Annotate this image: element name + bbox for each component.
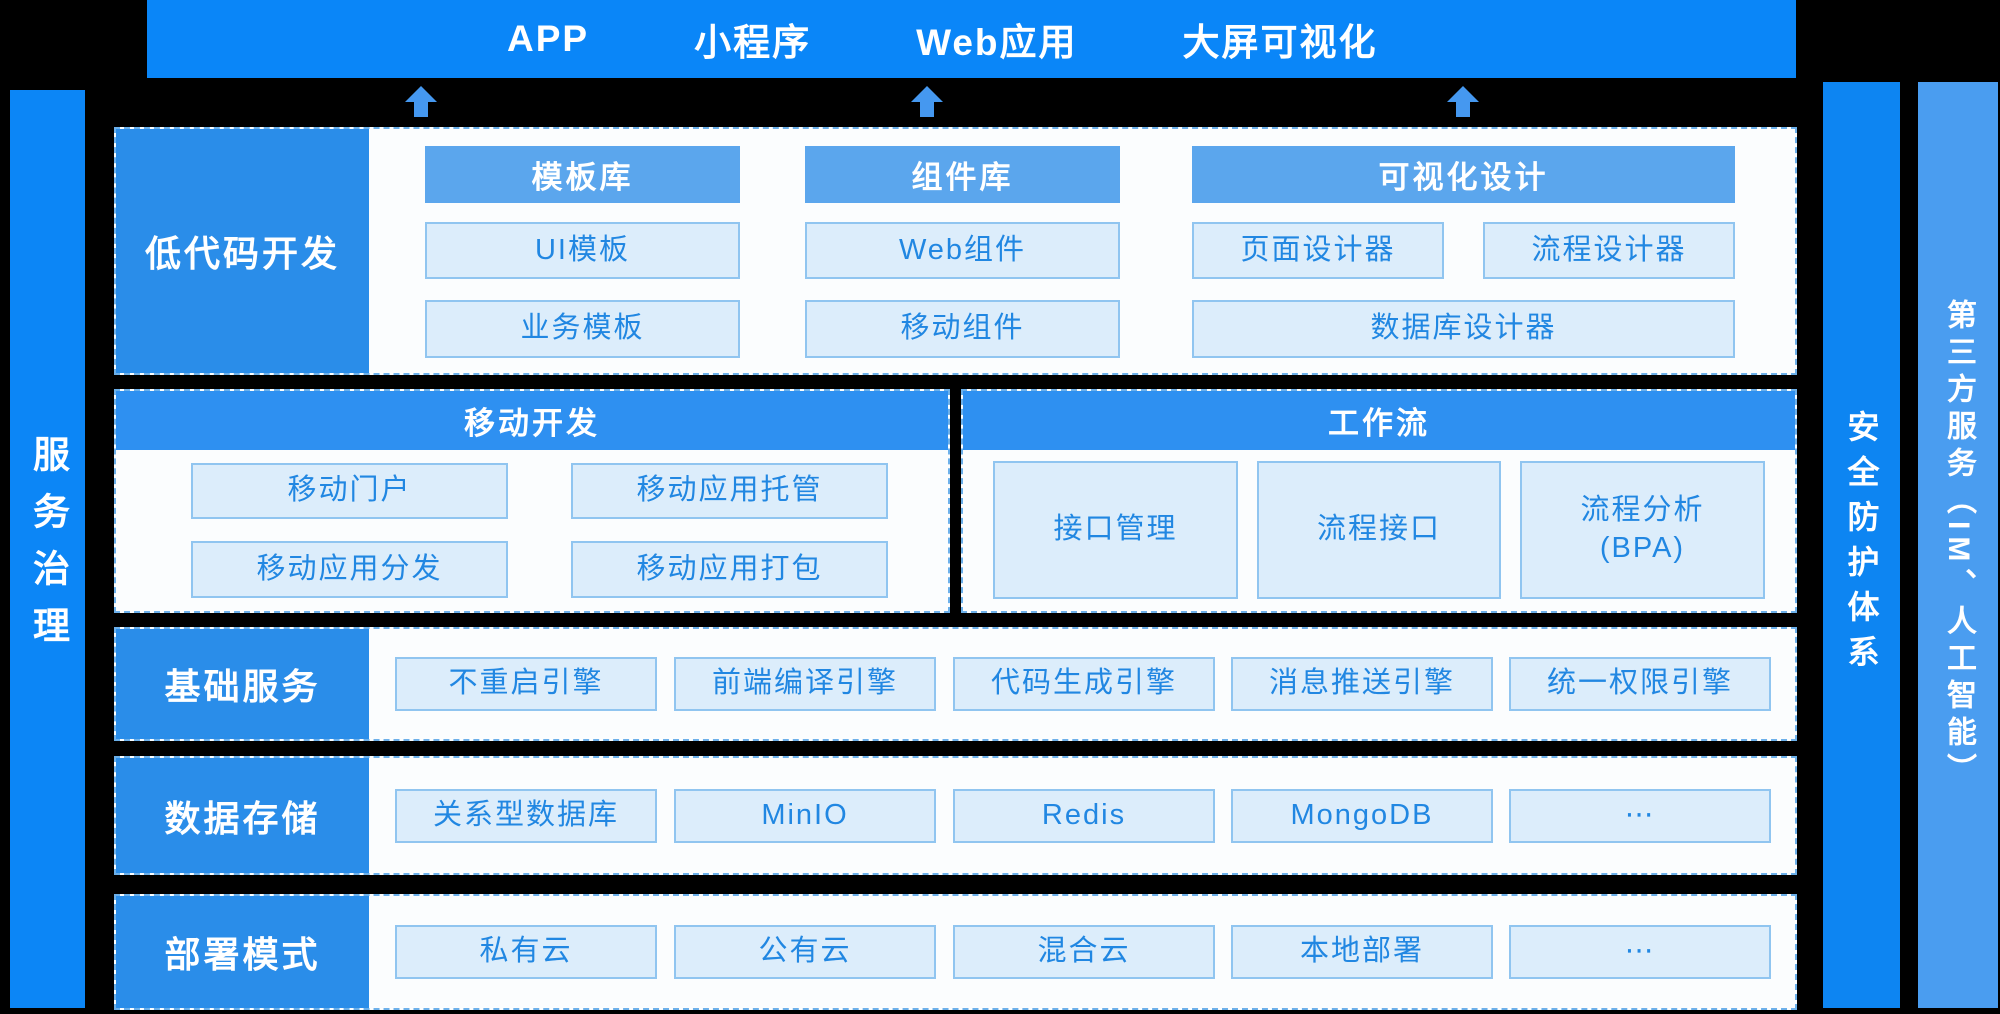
section-workflow: 工作流 接口管理 流程接口 流程分析 (BPA): [961, 389, 1797, 613]
sidebar-security-protection-label: 安全防护体系: [1843, 410, 1880, 680]
row-data-storage: 数据存储 关系型数据库 MinIO Redis MongoDB ⋯: [114, 756, 1797, 875]
up-arrow-icon: [405, 86, 437, 117]
process-interface-box: 流程接口: [1257, 461, 1501, 599]
up-arrow-icon: [911, 86, 943, 117]
deploy-more-box: ⋯: [1509, 925, 1771, 979]
relational-database-box: 关系型数据库: [395, 789, 657, 843]
mobile-development-header: 移动开发: [116, 391, 948, 450]
sidebar-third-party-services: 第三方服务（IM、人工智能）: [1918, 82, 1998, 1008]
mobile-app-hosting-box: 移动应用托管: [571, 463, 888, 519]
banner-item-mini-program: 小程序: [694, 22, 812, 63]
interface-management-box: 接口管理: [993, 461, 1238, 599]
up-arrow-icon: [1447, 86, 1479, 117]
local-deployment-box: 本地部署: [1231, 925, 1493, 979]
row-label-data-storage: 数据存储: [116, 758, 369, 873]
row-deployment-mode: 部署模式 私有云 公有云 混合云 本地部署 ⋯: [114, 894, 1797, 1010]
row-label-low-code: 低代码开发: [116, 129, 369, 373]
mobile-portal-box: 移动门户: [191, 463, 508, 519]
business-template-box: 业务模板: [425, 300, 740, 358]
banner-item-app: APP: [507, 18, 590, 59]
code-generation-engine-box: 代码生成引擎: [953, 657, 1215, 711]
flow-designer-box: 流程设计器: [1483, 222, 1735, 279]
minio-box: MinIO: [674, 789, 936, 843]
banner-item-big-screen: 大屏可视化: [1182, 22, 1378, 63]
process-analysis-line2: (BPA): [1599, 532, 1686, 564]
process-analysis-bpa-box: 流程分析 (BPA): [1520, 461, 1765, 599]
row-label-deployment-mode: 部署模式: [116, 896, 369, 1008]
frontend-compile-engine-box: 前端编译引擎: [674, 657, 936, 711]
mobile-app-packaging-box: 移动应用打包: [571, 541, 888, 598]
redis-box: Redis: [953, 789, 1215, 843]
hybrid-cloud-box: 混合云: [953, 925, 1215, 979]
workflow-header: 工作流: [963, 391, 1795, 450]
row-label-basic-services: 基础服务: [116, 629, 369, 739]
sidebar-security-protection: 安全防护体系: [1823, 82, 1900, 1008]
section-mobile-development: 移动开发 移动门户 移动应用托管 移动应用分发 移动应用打包: [114, 389, 950, 613]
web-component-box: Web组件: [805, 222, 1120, 279]
page-designer-box: 页面设计器: [1192, 222, 1444, 279]
database-designer-box: 数据库设计器: [1192, 300, 1735, 358]
ui-template-box: UI模板: [425, 222, 740, 279]
mongodb-box: MongoDB: [1231, 789, 1493, 843]
sidebar-service-governance: 服务治理: [10, 90, 85, 1008]
message-push-engine-box: 消息推送引擎: [1231, 657, 1493, 711]
top-banner: APP 小程序 Web应用 大屏可视化: [147, 0, 1796, 78]
public-cloud-box: 公有云: [674, 925, 936, 979]
mobile-app-distribution-box: 移动应用分发: [191, 541, 508, 598]
no-restart-engine-box: 不重启引擎: [395, 657, 657, 711]
component-library-header: 组件库: [805, 146, 1120, 203]
unified-permission-engine-box: 统一权限引擎: [1509, 657, 1771, 711]
sidebar-service-governance-label: 服务治理: [27, 435, 69, 663]
template-library-header: 模板库: [425, 146, 740, 203]
sidebar-third-party-services-label: 第三方服务（IM、人工智能）: [1942, 299, 1975, 791]
private-cloud-box: 私有云: [395, 925, 657, 979]
banner-item-web-app: Web应用: [916, 22, 1078, 63]
mobile-component-box: 移动组件: [805, 300, 1120, 358]
row-basic-services: 基础服务 不重启引擎 前端编译引擎 代码生成引擎 消息推送引擎 统一权限引擎: [114, 627, 1797, 741]
row-low-code-development: 低代码开发 模板库 UI模板 业务模板 组件库 Web组件 移动组件 可视化设计…: [114, 127, 1797, 375]
process-analysis-line1: 流程分析: [1580, 494, 1705, 527]
visual-design-header: 可视化设计: [1192, 146, 1735, 203]
storage-more-box: ⋯: [1509, 789, 1771, 843]
